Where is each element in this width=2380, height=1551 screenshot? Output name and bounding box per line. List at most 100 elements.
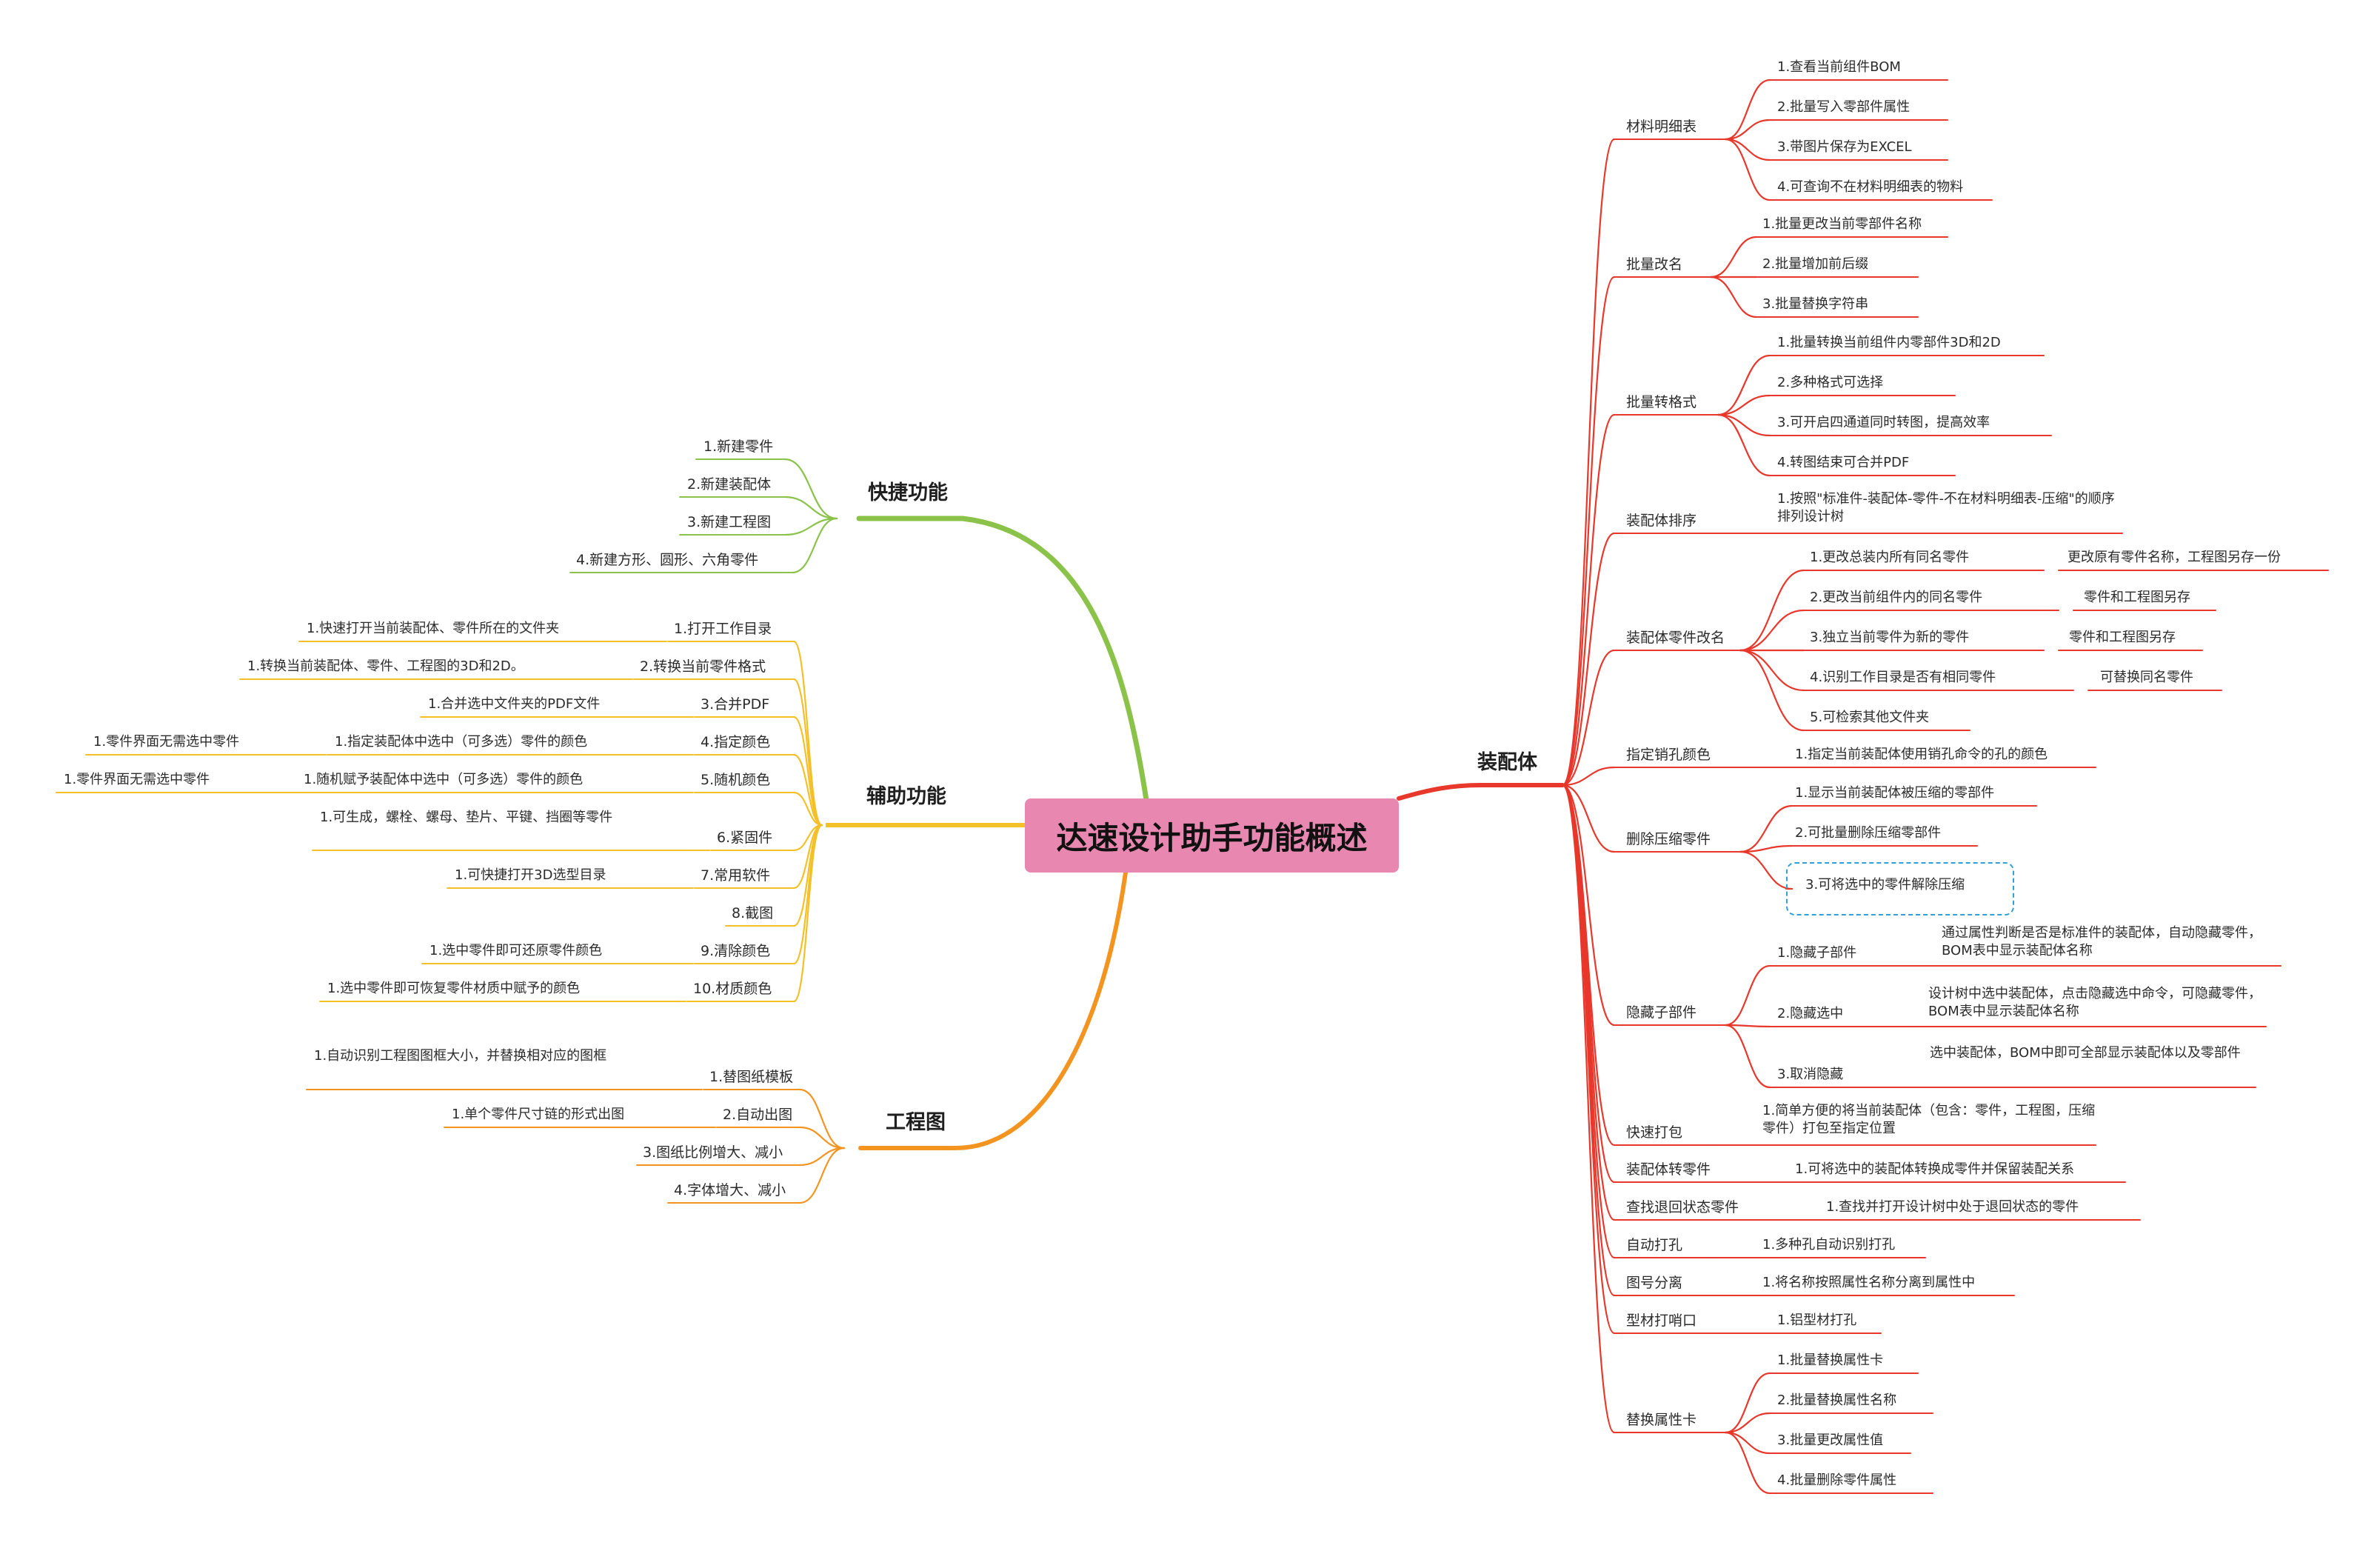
asm-part-rename-2-note[interactable]: 零件和工程图另存 xyxy=(2084,590,2190,605)
asm-prop-1[interactable]: 1.批量替换属性卡 xyxy=(1777,1352,1884,1368)
asm-bom[interactable]: 材料明细表 xyxy=(1626,119,1697,135)
drawing-item-scale[interactable]: 3.图纸比例增大、减小 xyxy=(643,1144,783,1161)
asm-sort-1[interactable]: 1.按照"标准件-装配体-零件-不在材料明细表-压缩"的顺序排列设计树 xyxy=(1777,491,2115,525)
asm-rename-3[interactable]: 3.批量替换字符串 xyxy=(1762,296,1869,312)
asm-hide-1-note[interactable]: 通过属性判断是否是标准件的装配体，自动隐藏零件，BOM表中显示装配体名称 xyxy=(1942,925,2262,959)
asm-convert-1[interactable]: 1.批量转换当前组件内零部件3D和2D xyxy=(1777,335,2001,350)
asm-replace-property-card[interactable]: 替换属性卡 xyxy=(1626,1412,1697,1428)
asm-bom-4[interactable]: 4.可查询不在材料明细表的物料 xyxy=(1777,179,1964,195)
asm-find-rollback[interactable]: 查找退回状态零件 xyxy=(1626,1199,1739,1215)
asm-part-rename-4[interactable]: 4.识别工作目录是否有相同零件 xyxy=(1810,670,1996,685)
aux-detail-fasteners[interactable]: 1.可生成，螺栓、螺母、垫片、平键、挡圈等零件 xyxy=(320,810,613,825)
quick-item-new-drawing[interactable]: 3.新建工程图 xyxy=(687,514,772,530)
aux-item-assign-color[interactable]: 4.指定颜色 xyxy=(701,734,771,750)
connector-line-63 xyxy=(1561,766,1616,787)
asm-part-rename-5[interactable]: 5.可检索其他文件夹 xyxy=(1810,710,1930,725)
asm-profile-notch[interactable]: 型材打哨口 xyxy=(1626,1312,1697,1329)
asm-part-rename-3-note[interactable]: 零件和工程图另存 xyxy=(2069,630,2176,645)
asm-suppressed-3[interactable]: 3.可将选中的零件解除压缩 xyxy=(1805,877,1965,893)
drawing-item-auto-drawing[interactable]: 2.自动出图 xyxy=(723,1107,793,1123)
aux-detail-common-software[interactable]: 1.可快捷打开3D选型目录 xyxy=(455,867,606,883)
asm-hide-subassembly[interactable]: 隐藏子部件 xyxy=(1626,1004,1697,1021)
branch-assembly[interactable]: 装配体 xyxy=(1477,751,1537,774)
asm-auto-hole-1[interactable]: 1.多种孔自动识别打孔 xyxy=(1762,1237,1896,1253)
aux-detail-material-color[interactable]: 1.选中零件即可恢复零件材质中赋予的颜色 xyxy=(327,981,581,996)
asm-hide-3-note[interactable]: 选中装配体，BOM中即可全部显示装配体以及零部件 xyxy=(1930,1045,2241,1061)
asm-rename-1[interactable]: 1.批量更改当前零部件名称 xyxy=(1762,216,1922,232)
asm-hide-2-note[interactable]: 设计树中选中装配体，点击隐藏选中命令，可隐藏零件，BOM表中显示装配体名称 xyxy=(1928,986,2262,1020)
branch-aux-functions[interactable]: 辅助功能 xyxy=(866,785,946,808)
aux-item-material-color[interactable]: 10.材质颜色 xyxy=(693,981,772,997)
aux-sub-assign-color[interactable]: 1.零件界面无需选中零件 xyxy=(93,734,240,750)
quick-item-new-shape-part[interactable]: 4.新建方形、圆形、六角零件 xyxy=(576,552,759,568)
drawing-detail-template[interactable]: 1.自动识别工程图图框大小，并替换相对应的图框 xyxy=(314,1048,607,1064)
asm-bom-3[interactable]: 3.带图片保存为EXCEL xyxy=(1777,139,1912,155)
aux-item-open-workdir[interactable]: 1.打开工作目录 xyxy=(674,621,772,637)
asm-delete-suppressed[interactable]: 删除压缩零件 xyxy=(1626,831,1711,847)
asm-hide-3[interactable]: 3.取消隐藏 xyxy=(1777,1067,1844,1082)
asm-split-1[interactable]: 1.将名称按照属性名称分离到属性中 xyxy=(1762,1275,1976,1290)
asm-convert-3[interactable]: 3.可开启四通道同时转图，提高效率 xyxy=(1777,415,1990,430)
connector-line-87 xyxy=(1724,138,1771,161)
quick-item-new-assembly[interactable]: 2.新建装配体 xyxy=(687,476,772,493)
connector-line-79 xyxy=(1561,784,1616,1335)
asm-prop-2[interactable]: 2.批量替换属性名称 xyxy=(1777,1392,1897,1408)
asm-pack-1[interactable]: 1.简单方便的将当前装配体（包含：零件，工程图，压缩零件）打包至指定位置 xyxy=(1762,1103,2096,1137)
asm-batch-convert[interactable]: 批量转格式 xyxy=(1626,394,1697,410)
asm-convert-2[interactable]: 2.多种格式可选择 xyxy=(1777,375,1884,390)
asm-rename-2[interactable]: 2.批量增加前后缀 xyxy=(1762,256,1869,272)
asm-part-rename-4-note[interactable]: 可替换同名零件 xyxy=(2100,670,2193,685)
aux-item-screenshot[interactable]: 8.截图 xyxy=(732,905,774,921)
connector-line-103 xyxy=(1717,413,1771,477)
aux-detail-open-workdir[interactable]: 1.快速打开当前装配体、零件所在的文件夹 xyxy=(307,621,560,636)
asm-prop-3[interactable]: 3.批量更改属性值 xyxy=(1777,1432,1884,1448)
asm-pin-hole-color[interactable]: 指定销孔颜色 xyxy=(1626,747,1711,763)
aux-detail-clear-color[interactable]: 1.选中零件即可还原零件颜色 xyxy=(429,943,603,958)
asm-part-rename[interactable]: 装配体零件改名 xyxy=(1626,630,1725,646)
aux-detail-merge-pdf[interactable]: 1.合并选中文件夹的PDF文件 xyxy=(428,696,601,712)
aux-item-convert-format[interactable]: 2.转换当前零件格式 xyxy=(640,658,766,675)
drawing-item-template[interactable]: 1.替图纸模板 xyxy=(709,1069,794,1085)
aux-item-clear-color[interactable]: 9.清除颜色 xyxy=(701,943,771,959)
connector-line-20 xyxy=(792,791,823,827)
aux-detail-assign-color[interactable]: 1.指定装配体中选中（可多选）零件的颜色 xyxy=(335,734,588,750)
asm-suppressed-2[interactable]: 2.可批量删除压缩零部件 xyxy=(1795,825,1942,841)
asm-drawing-no-split[interactable]: 图号分离 xyxy=(1626,1275,1683,1291)
aux-sub-random-color[interactable]: 1.零件界面无需选中零件 xyxy=(64,772,210,787)
asm-prop-4[interactable]: 4.批量删除零件属性 xyxy=(1777,1472,1897,1488)
selection-highlight xyxy=(1786,862,2014,915)
aux-item-merge-pdf[interactable]: 3.合并PDF xyxy=(701,696,770,713)
asm-convert-4[interactable]: 4.转图结束可合并PDF xyxy=(1777,455,1910,470)
branch-quick-functions[interactable]: 快捷功能 xyxy=(868,481,948,504)
quick-item-new-part[interactable]: 1.新建零件 xyxy=(703,438,774,455)
asm-part-rename-2[interactable]: 2.更改当前组件内的同名零件 xyxy=(1810,590,1983,605)
asm-pin-hole-1[interactable]: 1.指定当前装配体使用销孔命令的孔的颜色 xyxy=(1795,747,2048,762)
asm-auto-hole[interactable]: 自动打孔 xyxy=(1626,1237,1683,1253)
connector-line-61 xyxy=(1561,649,1616,787)
connector-line-109 xyxy=(1739,609,1805,652)
aux-detail-random-color[interactable]: 1.随机赋予装配体中选中（可多选）零件的颜色 xyxy=(304,772,584,787)
asm-rollback-1[interactable]: 1.查找并打开设计树中处于退回状态的零件 xyxy=(1826,1199,2079,1215)
asm-quick-pack[interactable]: 快速打包 xyxy=(1626,1124,1683,1141)
asm-notch-1[interactable]: 1.铝型材打孔 xyxy=(1777,1312,1857,1328)
asm-bom-1[interactable]: 1.查看当前组件BOM xyxy=(1777,59,1901,75)
asm-bom-2[interactable]: 2.批量写入零部件属性 xyxy=(1777,99,1911,115)
asm-to-part[interactable]: 装配体转零件 xyxy=(1626,1161,1711,1178)
aux-item-fasteners[interactable]: 6.紧固件 xyxy=(717,830,773,846)
aux-item-random-color[interactable]: 5.随机颜色 xyxy=(701,772,771,788)
branch-drawing[interactable]: 工程图 xyxy=(886,1111,946,1134)
central-topic[interactable]: 达速设计助手功能概述 xyxy=(1025,798,1399,873)
asm-part-rename-3[interactable]: 3.独立当前零件为新的零件 xyxy=(1810,630,1970,645)
drawing-item-font-size[interactable]: 4.字体增大、减小 xyxy=(674,1182,786,1198)
asm-suppressed-1[interactable]: 1.显示当前装配体被压缩的零部件 xyxy=(1795,785,1995,801)
drawing-detail-auto-drawing[interactable]: 1.单个零件尺寸链的形式出图 xyxy=(452,1107,625,1122)
asm-hide-2[interactable]: 2.隐藏选中 xyxy=(1777,1006,1844,1021)
aux-item-common-software[interactable]: 7.常用软件 xyxy=(701,867,771,884)
aux-detail-convert-format[interactable]: 1.转换当前装配体、零件、工程图的3D和2D。 xyxy=(247,658,524,674)
asm-hide-1[interactable]: 1.隐藏子部件 xyxy=(1777,945,1857,961)
asm-batch-rename[interactable]: 批量改名 xyxy=(1626,256,1683,273)
asm-to-part-1[interactable]: 1.可将选中的装配体转换成零件并保留装配关系 xyxy=(1795,1161,2075,1177)
asm-part-rename-1[interactable]: 1.更改总装内所有同名零件 xyxy=(1810,550,1970,565)
asm-part-rename-1-note[interactable]: 更改原有零件名称，工程图另存一份 xyxy=(2068,550,2281,565)
asm-sort[interactable]: 装配体排序 xyxy=(1626,513,1697,529)
